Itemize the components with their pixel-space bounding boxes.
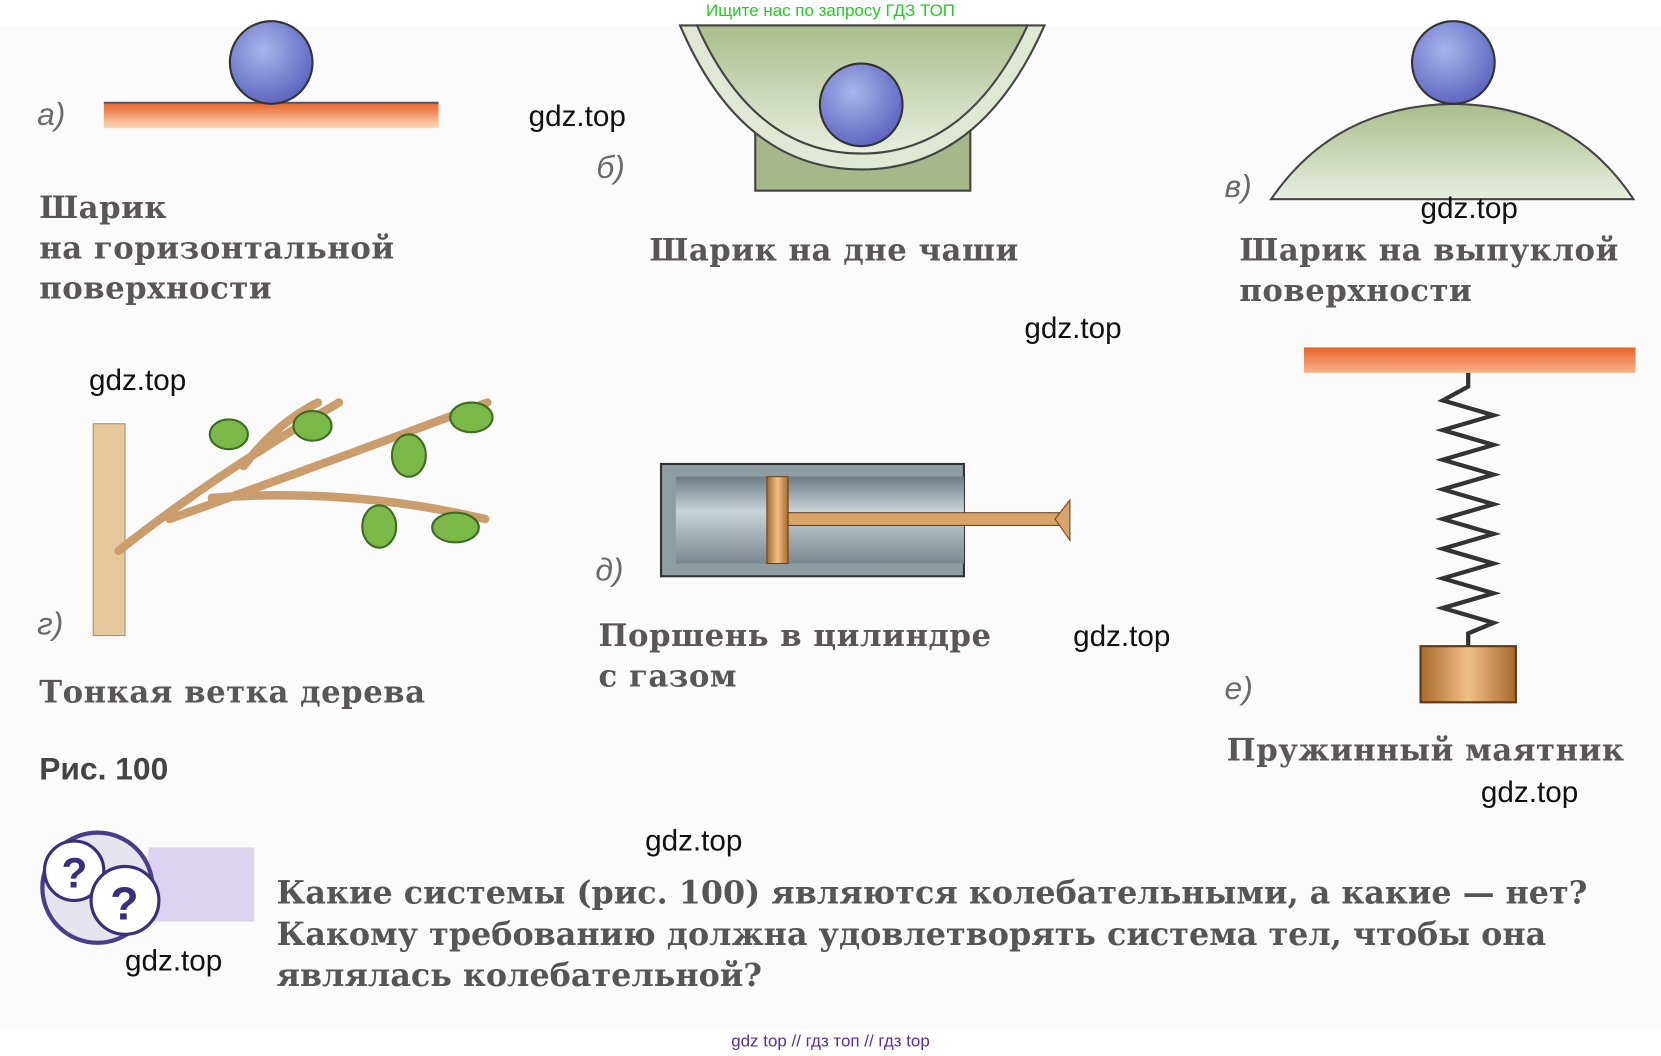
spring-pendulum <box>1303 347 1636 704</box>
panel-f-letter: е) <box>1224 671 1253 707</box>
ball-on-horizontal-surface <box>103 20 439 129</box>
caption-b: Шарик на дне чаши <box>649 230 1018 270</box>
caption-line: на горизонтальной <box>39 229 395 266</box>
tree-branch <box>92 398 494 637</box>
caption-f: Пружинный маятник <box>1227 730 1625 770</box>
watermark: gdz.top <box>124 943 223 977</box>
top-banner[interactable]: Ищите нас по запросу ГДЗ ТОП <box>706 2 955 21</box>
question-text: Какие системы (рис. 100) являются колеба… <box>276 873 1634 997</box>
caption-line: поверхности <box>39 270 273 307</box>
caption-a: Шарик на горизонтальной поверхности <box>39 187 394 308</box>
caption-line: с газом <box>598 657 738 694</box>
panel-e-letter: д) <box>595 552 624 588</box>
watermark: gdz.top <box>528 99 626 133</box>
question-line: Какому требованию должна удовлетворять с… <box>276 916 1547 954</box>
watermark: gdz.top <box>645 824 743 857</box>
caption-line: Шарик на дне чаши <box>649 231 1019 269</box>
question-line: Какие системы (рис. 100) являются колеба… <box>276 874 1588 913</box>
question-icon: ? ? <box>40 830 255 945</box>
bottom-banner[interactable]: gdz top // гдз топ // гдз top <box>731 1032 930 1051</box>
svg-text:?: ? <box>61 850 87 897</box>
watermark: gdz.top <box>1073 619 1171 653</box>
caption-line: Шарик на выпуклой <box>1239 231 1619 269</box>
watermark: gdz.top <box>1480 775 1579 809</box>
caption-line: Пружинный маятник <box>1226 731 1625 768</box>
watermark: gdz.top <box>88 363 187 397</box>
caption-d: Тонкая ветка дерева <box>39 672 425 712</box>
svg-text:?: ? <box>110 877 138 929</box>
ball-on-convex-surface <box>1269 20 1636 201</box>
watermark: gdz.top <box>1420 191 1518 225</box>
figure-illustrations: ? ? <box>40 20 1636 945</box>
caption-line: Тонкая ветка дерева <box>39 673 426 710</box>
caption-e: Поршень в цилиндре с газом <box>599 615 992 696</box>
caption-c: Шарик на выпуклой поверхности <box>1239 230 1619 311</box>
panel-c-letter: в) <box>1224 169 1252 205</box>
panel-a-letter: а) <box>37 97 66 133</box>
figure-label: Рис. 100 <box>39 752 169 788</box>
watermark: gdz.top <box>1024 311 1122 345</box>
piston-in-cylinder <box>659 462 1071 578</box>
ball-in-bowl <box>678 24 1047 192</box>
question-line: являлась колебательной? <box>276 957 763 995</box>
caption-line: Шарик <box>39 189 168 226</box>
panel-d-letter: г) <box>37 606 64 642</box>
caption-line: Поршень в цилиндре <box>598 617 992 654</box>
caption-line: поверхности <box>1239 272 1473 309</box>
panel-b-letter: б) <box>596 150 625 186</box>
